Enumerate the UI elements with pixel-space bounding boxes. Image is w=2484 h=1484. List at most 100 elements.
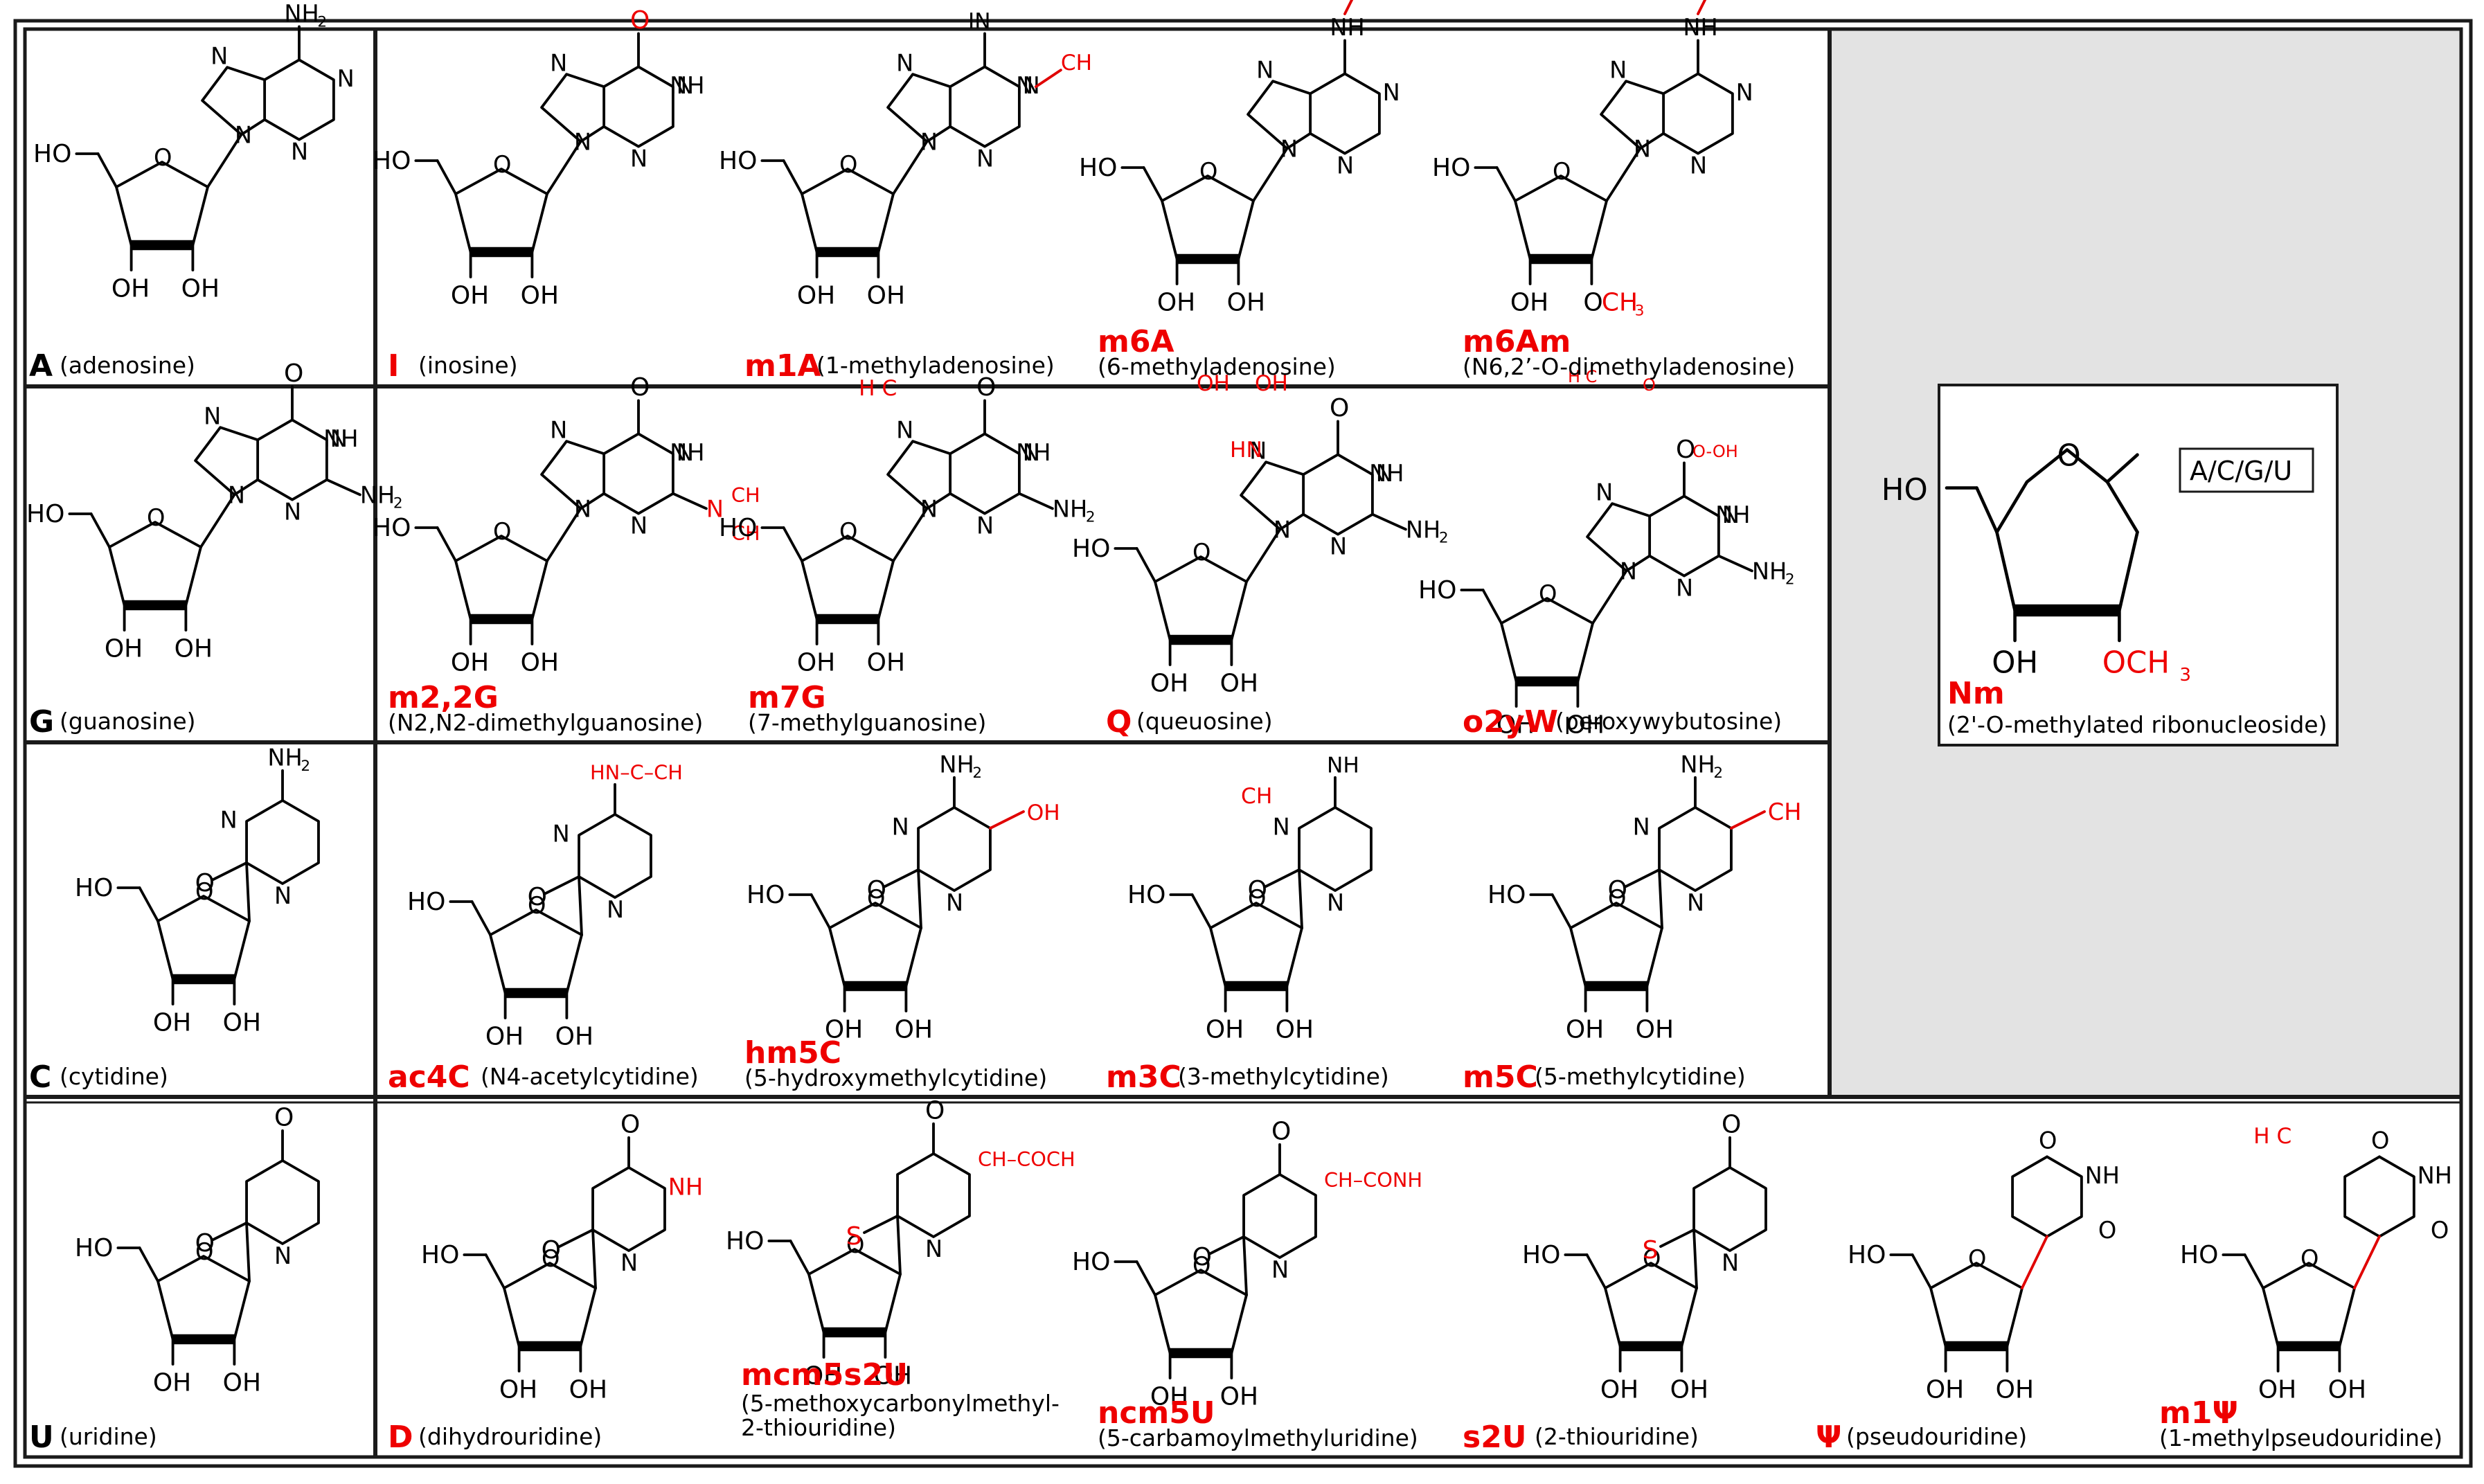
bond: [1697, 0, 1707, 15]
bond: [325, 478, 361, 497]
ring-oxygen: O: [1553, 158, 1571, 185]
hydroxyl-2: OH: [1566, 710, 1605, 739]
ribose-wedge: [517, 1341, 582, 1352]
hydroxyl-5: HO: [373, 514, 411, 542]
name-ncm5U: (5-carbamoylmethyluridine): [1098, 1424, 1418, 1451]
nm-base-box: [2179, 447, 2314, 493]
carbonyl-o: O: [195, 1229, 215, 1258]
atom-n1: N: [337, 65, 355, 92]
name-hm5C: (5-hydroxymethylcytidine): [744, 1064, 1047, 1091]
hydroxyl-5: HO: [1418, 576, 1456, 605]
cyclopentene-oh: OH: [1197, 371, 1230, 396]
bond: [1343, 0, 1354, 15]
bond: [454, 193, 472, 253]
atom-n9: N: [1620, 557, 1637, 584]
hydroxyl-3: OH: [2258, 1375, 2296, 1404]
ribose-wedge: [815, 614, 880, 625]
name2-mcm5s2U: 2-thiouridine): [741, 1414, 896, 1441]
imine: NH: [1327, 753, 1359, 778]
bond: [1585, 1253, 1607, 1289]
bond: [138, 1246, 159, 1282]
bond: [1034, 69, 1062, 89]
atom-nh: NH: [323, 425, 358, 452]
hydroxyl-3: OH: [499, 1375, 537, 1404]
bond: [863, 1215, 899, 1234]
ester-o: O: [1643, 375, 1656, 395]
hydroxyl-3: OH: [1926, 1375, 1964, 1404]
bond: [1135, 547, 1156, 583]
hydroxyl-2: OH: [223, 1008, 261, 1037]
hydroxyl-2: OH: [1220, 669, 1258, 697]
bond: [1017, 492, 1054, 510]
base-m6A: NNNNNHCH: [1247, 0, 1400, 202]
bond: [2338, 1287, 2356, 1348]
atom-n3: N: [976, 145, 994, 172]
hydroxyl-5: HO: [747, 881, 785, 909]
bond: [1237, 199, 1255, 260]
bond: [233, 920, 251, 981]
carbonyl-o: O: [2371, 1127, 2389, 1154]
bond: [810, 893, 831, 929]
atom-nh: NH: [670, 72, 704, 99]
bond: [157, 920, 175, 981]
bond: [1591, 569, 1628, 625]
name-m3C: (3-methylcytidine): [1178, 1063, 1389, 1090]
hydroxyl-5: HO: [26, 500, 64, 528]
bond: [157, 1280, 175, 1341]
carbonyl-o: O: [1608, 876, 1627, 904]
ring-oxygen: O: [493, 518, 511, 545]
bond: [212, 1222, 248, 1241]
atom-n3: N: [892, 814, 909, 841]
peroxy: O-OH: [1692, 442, 1738, 461]
atom-nh: NH: [1369, 460, 1404, 487]
hydroxyl-3: OH: [1600, 1375, 1638, 1404]
methyl-7: H C: [859, 376, 897, 401]
thio-s: S: [846, 1222, 862, 1251]
carbonyl-o: O: [925, 1097, 945, 1125]
bond: [1209, 902, 1303, 929]
hydroxyl-5: HO: [719, 514, 757, 542]
hydroxyl-3: OH: [797, 281, 835, 310]
bond: [671, 492, 708, 510]
atom-n1: N: [1016, 72, 1033, 99]
code-m3C: m3C: [1106, 1060, 1181, 1095]
ribose-wedge: [1618, 1341, 1683, 1352]
hydroxyl-2: OH: [1220, 1382, 1258, 1411]
bond: [530, 193, 548, 253]
methyl: CH: [1241, 784, 1272, 809]
bond: [789, 1240, 810, 1276]
ring-oxygen: O: [1248, 885, 1266, 912]
code-m22G: m2,2G: [388, 680, 499, 715]
atom-n1: N: [274, 1242, 292, 1269]
code-hm5C: hm5C: [744, 1035, 841, 1071]
carbonyl-o: O: [1271, 1118, 1291, 1146]
atom-n7: N: [1596, 479, 1613, 506]
ribose-wedge: [469, 614, 534, 625]
name-psi: (pseudouridine): [1846, 1423, 2027, 1450]
thio-s: S: [1643, 1236, 1659, 1264]
bond: [1230, 580, 1248, 641]
atom-n1: N: [607, 896, 624, 923]
atom-subscript: 2: [972, 765, 982, 782]
atom-n3: N: [1633, 814, 1650, 841]
bond: [245, 1222, 251, 1282]
amine: NH: [284, 0, 319, 27]
carbonyl-o: O: [542, 1236, 561, 1264]
atom-n7: N: [550, 416, 567, 443]
atom-subscript: 2: [1086, 509, 1096, 526]
atom-n3: N: [284, 498, 301, 525]
name-G: (guanosine): [60, 708, 196, 735]
atom-n3: N: [630, 512, 647, 539]
methyl: H C: [2253, 1124, 2291, 1149]
atom-n7: N: [211, 42, 228, 69]
hydroxyl-2: OH: [867, 281, 905, 310]
carbonyl-o: O: [620, 1111, 640, 1139]
nm-name: (2'-O-methylated ribonucleoside): [1947, 711, 2327, 738]
